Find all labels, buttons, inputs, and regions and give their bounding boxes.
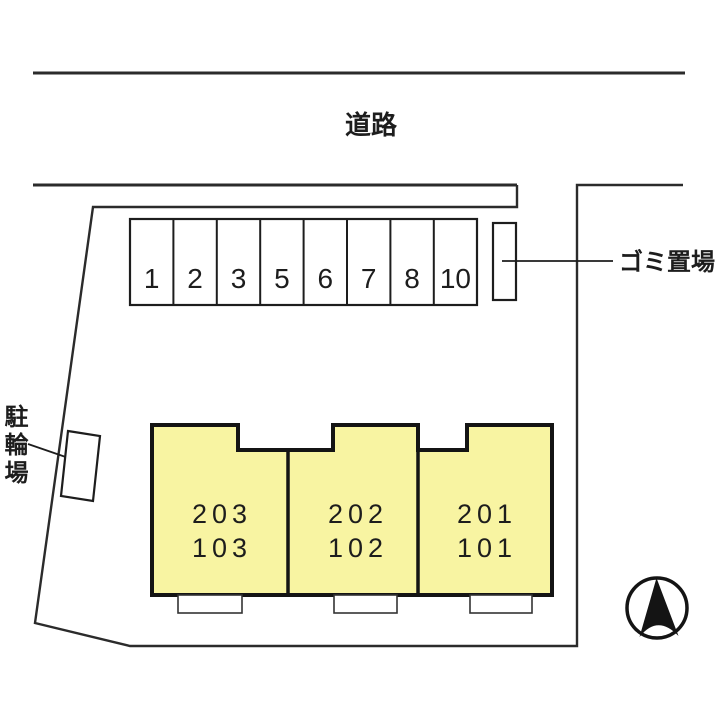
stall-number: 10	[440, 263, 471, 294]
unit-number: 201	[457, 499, 517, 529]
stall-number: 8	[404, 263, 420, 294]
stall-number: 7	[361, 263, 377, 294]
garbage-area-label: ゴミ置場	[619, 248, 715, 276]
unit-number: 202	[328, 499, 388, 529]
unit-number: 102	[328, 533, 388, 563]
building-block: 203 103 202 102 201 101	[150, 423, 554, 614]
bicycle-parking	[27, 429, 102, 503]
stall-number: 2	[187, 263, 203, 294]
bicycle-parking-box	[59, 429, 102, 503]
bicycle-parking-label: 駐輪場	[0, 404, 27, 488]
parking-stall-row: 1 2 3 5 6 7 8 10	[128, 217, 479, 307]
stall-number: 5	[274, 263, 290, 294]
stall-number: 6	[318, 263, 334, 294]
unit-number: 203	[192, 499, 252, 529]
entrance-porch	[177, 594, 243, 614]
stall-number: 1	[144, 263, 160, 294]
stall-number: 3	[231, 263, 247, 294]
road-label: 道路	[345, 110, 398, 140]
entrance-porch	[333, 594, 398, 614]
entrance-porch	[469, 594, 533, 614]
garbage-area: ゴミ置場	[491, 221, 715, 302]
compass-needle	[639, 578, 679, 637]
north-arrow-icon	[625, 576, 689, 640]
unit-number: 103	[192, 533, 252, 563]
unit-number: 101	[457, 533, 517, 563]
